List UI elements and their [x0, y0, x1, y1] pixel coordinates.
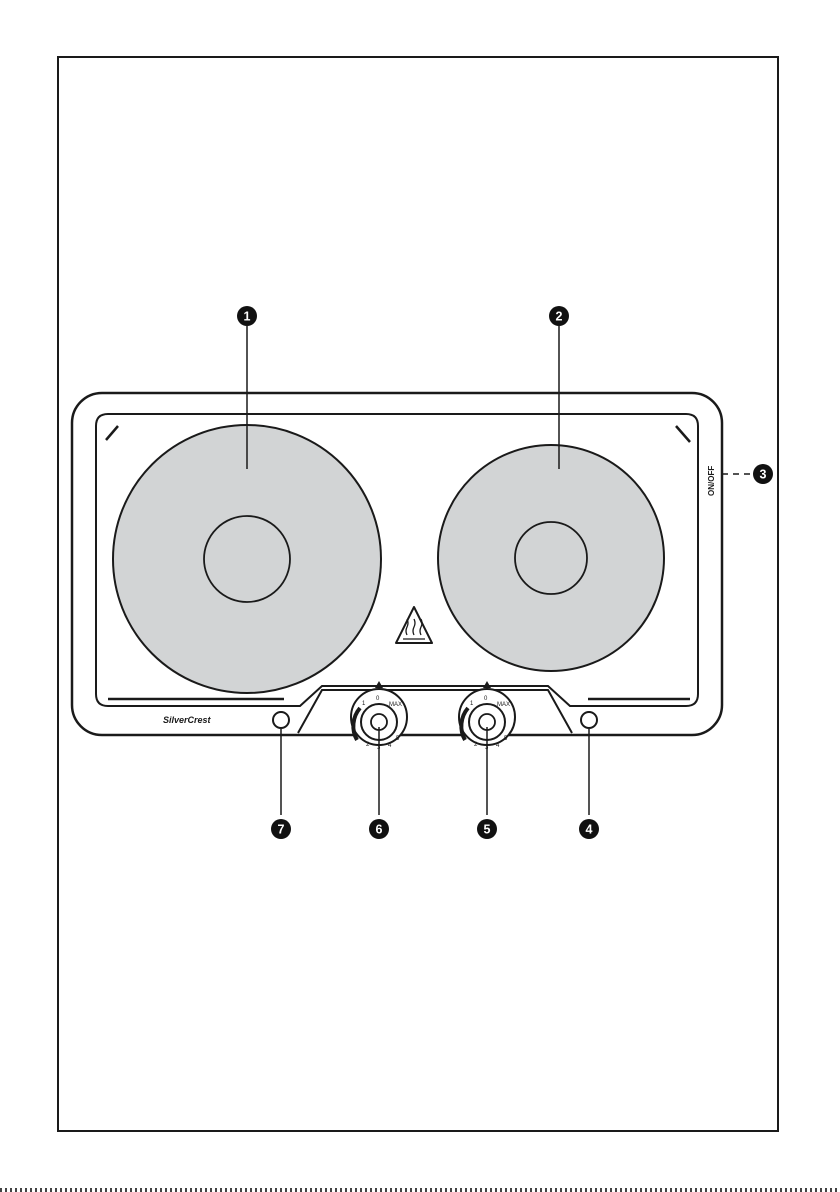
- page-edge-dotted-line: [0, 1188, 840, 1192]
- callout-5: 5: [477, 819, 497, 839]
- on-off-switch-label: ON/OFF: [707, 466, 716, 496]
- svg-text:MAX: MAX: [497, 702, 510, 708]
- svg-text:4: 4: [496, 743, 500, 749]
- callout-7: 7: [271, 819, 291, 839]
- callout-3: 3: [753, 464, 773, 484]
- small-hotplate: [438, 445, 664, 671]
- right-indicator-light: [581, 712, 597, 728]
- callout-4: 4: [579, 819, 599, 839]
- svg-text:5: 5: [484, 823, 491, 837]
- svg-text:MAX: MAX: [389, 702, 402, 708]
- left-indicator-light: [273, 712, 289, 728]
- callout-2: 2: [549, 306, 569, 326]
- svg-text:6: 6: [376, 823, 383, 837]
- callout-1: 1: [237, 306, 257, 326]
- svg-text:4: 4: [586, 823, 593, 837]
- svg-text:4: 4: [388, 743, 392, 749]
- svg-text:7: 7: [278, 823, 285, 837]
- silvercrest-logo: SilverCrest: [163, 715, 212, 725]
- svg-text:3: 3: [760, 468, 767, 482]
- svg-text:1: 1: [244, 310, 251, 324]
- svg-text:2: 2: [556, 310, 563, 324]
- callout-6: 6: [369, 819, 389, 839]
